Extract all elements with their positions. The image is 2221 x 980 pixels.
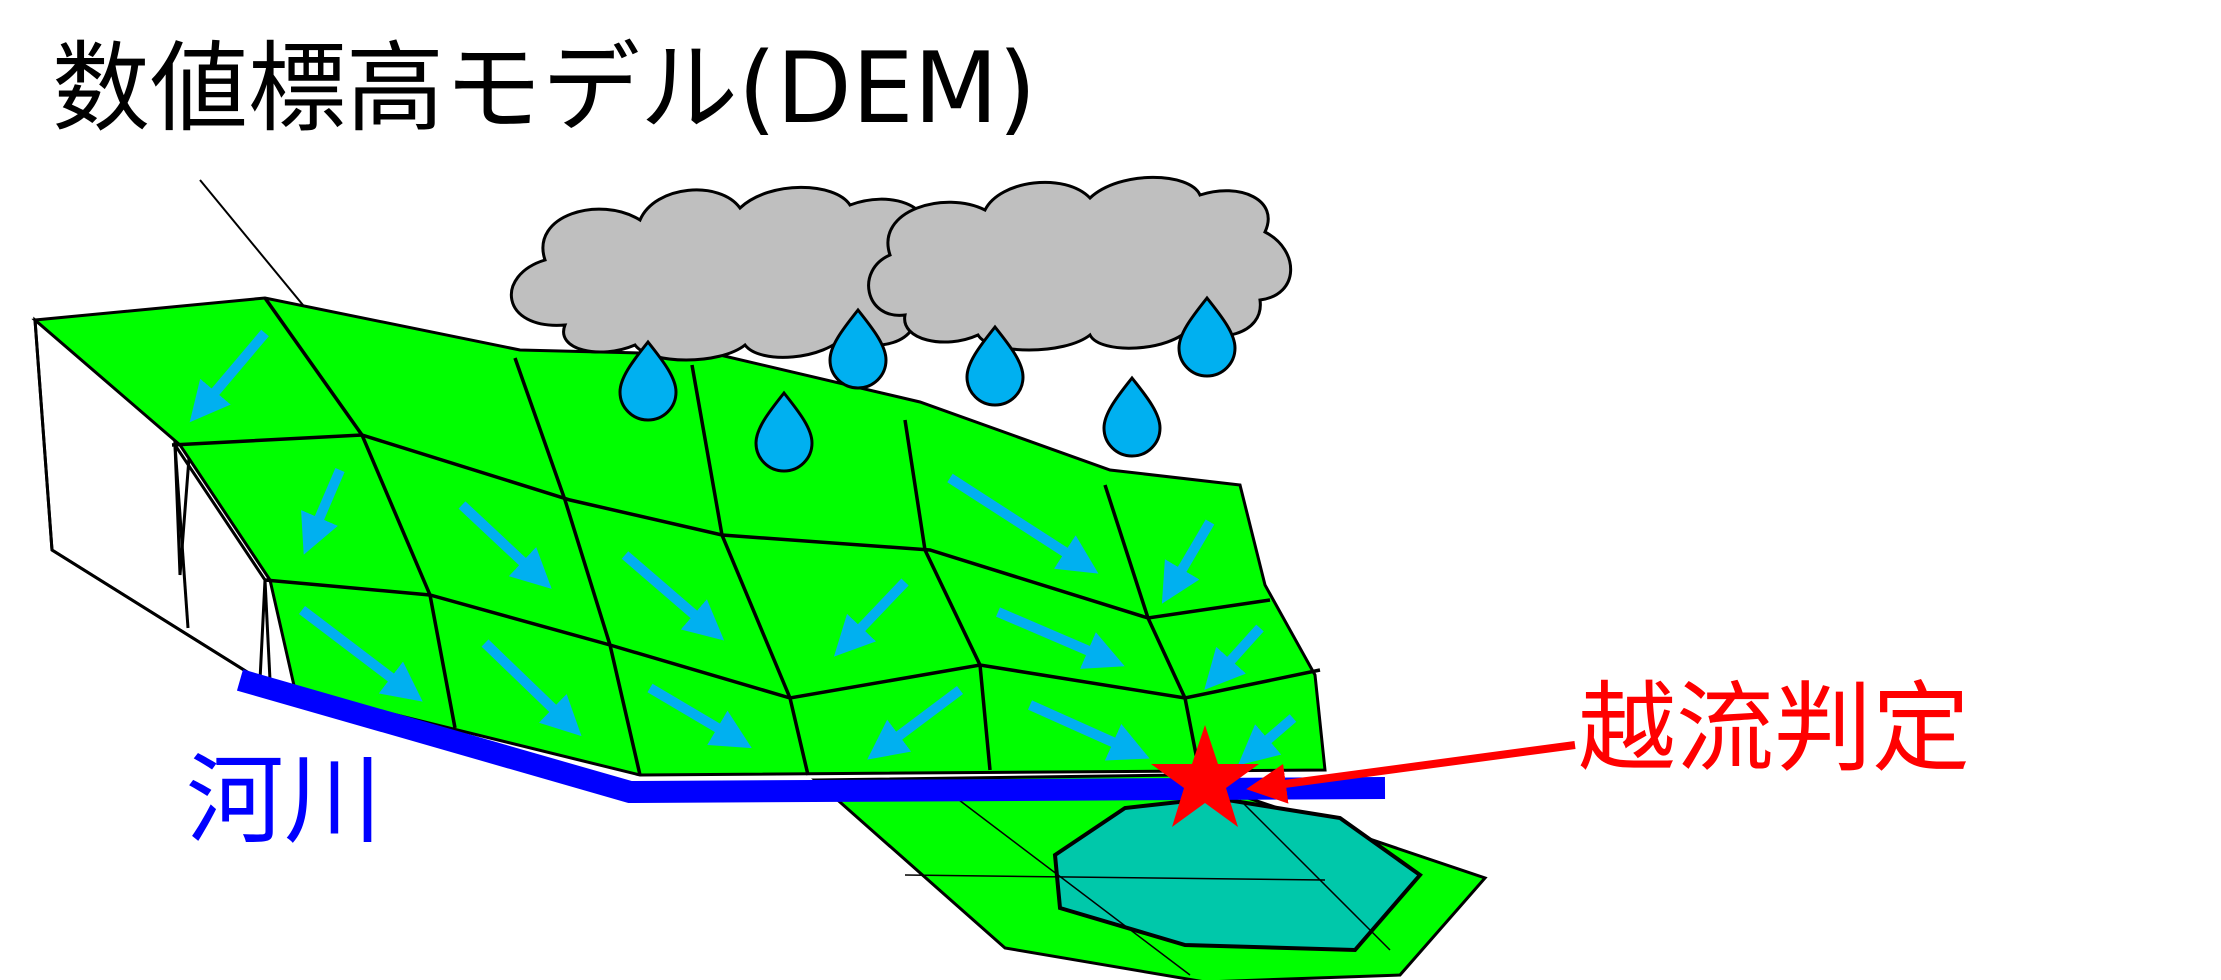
flow-arrow-icon	[947, 473, 1099, 574]
flow-arrow-icon	[189, 329, 269, 423]
raindrop-icon	[618, 339, 678, 422]
flow-arrow-icon	[621, 551, 725, 641]
flow-arrow-icon	[996, 607, 1125, 669]
floodplain-grid	[904, 777, 1391, 976]
flow-arrow-icon	[647, 683, 752, 749]
overflow-judgment-label: 越流判定	[1578, 672, 1971, 786]
river-line	[236, 669, 1386, 803]
terrain-side-edge	[33, 319, 261, 682]
flow-arrow-icon	[458, 501, 552, 589]
raindrop-icon	[754, 390, 814, 473]
flow-arrow-icon	[867, 686, 963, 760]
flow-arrows	[189, 329, 1297, 766]
flow-arrow-icon	[1027, 700, 1150, 761]
river-label: 河川	[186, 744, 383, 858]
terrain-side-edge-inner-2	[263, 579, 272, 681]
raindrop-icon	[1177, 295, 1237, 378]
star-icon	[1151, 725, 1259, 827]
flow-arrow-icon	[481, 639, 582, 737]
flow-arrow-icon	[833, 578, 909, 657]
terrain-side-edge-inner	[173, 444, 190, 629]
flow-arrow-icon	[298, 606, 423, 702]
flow-arrow-icon	[301, 468, 345, 555]
overflow-arrow	[1246, 741, 1576, 804]
flow-arrow-icon	[1161, 519, 1215, 604]
flow-arrow-icon	[1204, 624, 1264, 690]
rain-drops	[618, 295, 1237, 473]
diagram-title: 数値標高モデル(DEM)	[52, 32, 1037, 146]
cloud-icon	[509, 175, 1293, 362]
raindrop-icon	[1102, 375, 1162, 458]
raindrop-icon	[828, 307, 888, 390]
pond	[1052, 795, 1423, 953]
dem-mesh-lines	[171, 296, 1321, 776]
flow-arrow-icon	[1237, 714, 1297, 766]
raindrop-icon	[965, 324, 1025, 407]
